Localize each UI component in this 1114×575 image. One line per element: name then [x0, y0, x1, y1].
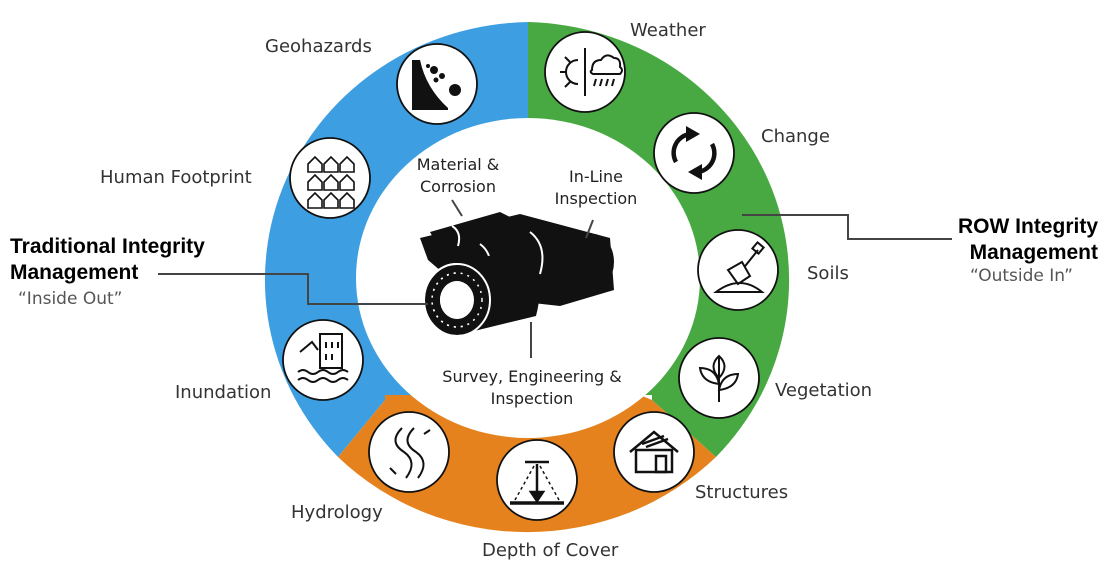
river-icon	[389, 427, 431, 479]
left-title-line-2: Management	[10, 261, 139, 284]
left-title-line-1: Traditional Integrity	[10, 235, 205, 258]
hydrology-icon-circle	[368, 411, 450, 493]
label-structures: Structures	[695, 482, 789, 503]
center-label-inline: In-Line Inspection	[540, 166, 652, 210]
pipeline-icon	[420, 212, 614, 337]
structures-icon-circle	[613, 411, 695, 493]
right-title-line-2: Management	[969, 241, 1098, 264]
house-icon	[629, 430, 679, 474]
inundation-icon-circle	[282, 319, 364, 401]
depth-measure-icon	[510, 460, 564, 505]
label-soils: Soils	[807, 263, 849, 284]
inline-line-2: Inspection	[554, 189, 638, 208]
label-weather: Weather	[630, 20, 706, 41]
rockfall-icon	[412, 60, 461, 110]
label-geohazards: Geohazards	[265, 36, 372, 57]
shovel-soil-icon	[712, 240, 766, 293]
cycle-arrows-icon	[671, 126, 717, 180]
ring-notch-green	[528, 22, 545, 120]
houses-grid-icon	[307, 155, 355, 209]
inline-pointer	[585, 219, 594, 239]
geohazards-icon-circle	[396, 43, 478, 125]
label-human-footprint: Human Footprint	[100, 167, 252, 188]
leaves-icon	[698, 354, 740, 402]
survey-line-1: Survey, Engineering &	[442, 367, 622, 386]
label-inundation: Inundation	[175, 382, 272, 403]
label-vegetation: Vegetation	[775, 380, 873, 401]
right-title-line-1: ROW Integrity	[958, 215, 1098, 238]
label-change: Change	[761, 126, 830, 147]
flooded-building-icon	[297, 333, 349, 383]
material-line-1: Material &	[416, 155, 500, 174]
label-hydrology: Hydrology	[291, 502, 383, 523]
right-title: ROW Integrity Management	[950, 214, 1098, 266]
left-title: Traditional Integrity Management	[10, 234, 205, 286]
left-connector	[158, 273, 428, 305]
left-subtitle: “Inside Out”	[18, 289, 123, 309]
survey-line-2: Inspection	[490, 389, 574, 408]
center-label-material: Material & Corrosion	[402, 154, 514, 198]
connectors	[158, 199, 952, 358]
right-subtitle: “Outside In”	[970, 266, 1073, 286]
right-connector	[742, 214, 952, 240]
material-line-2: Corrosion	[420, 177, 496, 196]
label-depth-of-cover: Depth of Cover	[482, 540, 619, 561]
sun-rain-icon	[560, 48, 623, 96]
human-footprint-icon-circle	[289, 137, 371, 219]
change-icon-circle	[653, 112, 735, 194]
inline-line-1: In-Line	[569, 167, 623, 186]
material-pointer	[451, 199, 463, 217]
center-label-survey: Survey, Engineering & Inspection	[422, 366, 642, 410]
